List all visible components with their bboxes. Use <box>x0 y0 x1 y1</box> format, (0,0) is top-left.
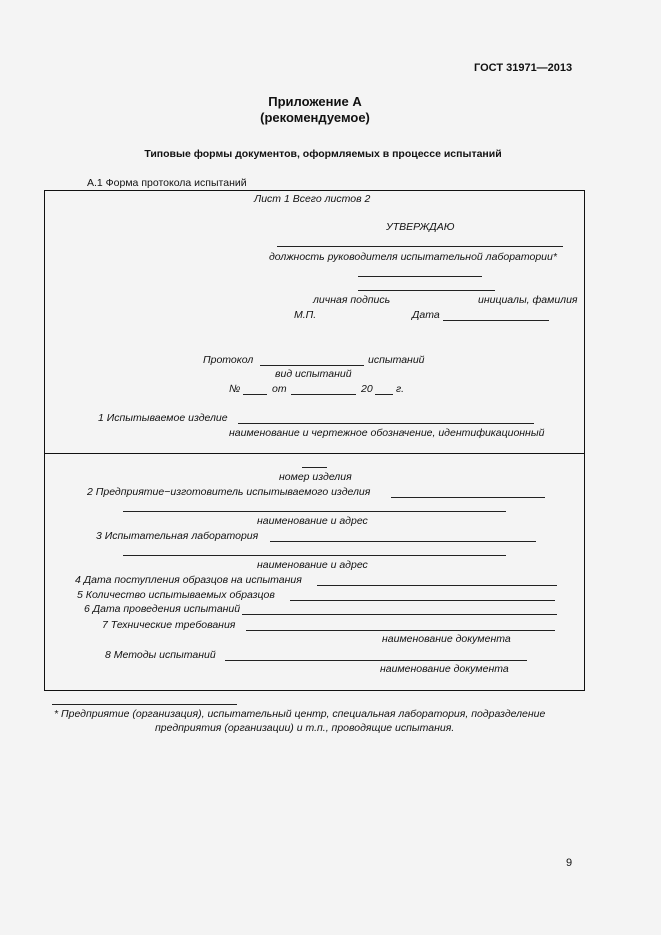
item6-label: 6 Дата проведения испытаний <box>84 603 241 615</box>
item1-line <box>238 423 534 424</box>
approve-label: УТВЕРЖДАЮ <box>386 221 455 233</box>
item4-label: 4 Дата поступления образцов на испытания <box>75 574 302 586</box>
position-caption: должность руководителя испытательной лаб… <box>269 251 557 263</box>
number-line <box>243 394 267 395</box>
item4-line <box>317 585 557 586</box>
footnote-line-2: предприятия (организации) и т.п., провод… <box>155 722 455 734</box>
initials-caption: инициалы, фамилия <box>478 294 578 306</box>
protocol-label: Протокол <box>203 354 254 366</box>
standard-code: ГОСТ 31971—2013 <box>474 62 573 74</box>
date-label: Дата <box>412 309 440 321</box>
page-number: 9 <box>566 857 573 869</box>
item3-label: 3 Испытательная лаборатория <box>96 530 259 542</box>
section-label: А.1 Форма протокола испытаний <box>87 177 247 189</box>
from-label: от <box>272 383 287 395</box>
appendix-subtitle: (рекомендуемое) <box>260 110 370 125</box>
item7-label: 7 Технические требования <box>102 619 236 631</box>
item1-caption: наименование и чертежное обозначение, ид… <box>229 427 545 439</box>
date-line <box>443 320 549 321</box>
tests-label: испытаний <box>368 354 425 366</box>
protocol-form-frame <box>44 190 585 691</box>
test-type-caption: вид испытаний <box>275 368 352 380</box>
item3-line-2 <box>123 555 506 556</box>
item6-line <box>242 614 557 615</box>
item5-label: 5 Количество испытываемых образцов <box>77 589 275 601</box>
item7-line <box>246 630 555 631</box>
footnote-line-1: * Предприятие (организация), испытательн… <box>54 708 546 720</box>
signature-line-1 <box>358 276 482 277</box>
item2-line-2 <box>123 511 506 512</box>
item2-line <box>391 497 545 498</box>
item1-line-2 <box>302 467 327 468</box>
year-prefix: 20 <box>361 383 373 395</box>
forms-title: Типовые формы документов, оформляемых в … <box>144 148 502 160</box>
item1-label: 1 Испытываемое изделие <box>98 412 228 424</box>
year-line <box>375 394 393 395</box>
signature-caption: личная подпись <box>313 294 391 306</box>
stamp-label: М.П. <box>294 309 317 321</box>
item8-caption: наименование документа <box>380 663 509 675</box>
position-line <box>277 246 563 247</box>
appendix-title: Приложение А <box>268 94 362 109</box>
year-suffix: г. <box>396 383 405 395</box>
form-divider <box>44 453 585 454</box>
item8-label: 8 Методы испытаний <box>105 649 216 661</box>
signature-line-2 <box>358 290 495 291</box>
item2-label: 2 Предприятие−изготовитель испытываемого… <box>87 486 371 498</box>
item3-caption: наименование и адрес <box>257 559 368 571</box>
sheet-info: Лист 1 Всего листов 2 <box>254 193 371 205</box>
footnote-rule <box>52 704 237 705</box>
item2-caption: наименование и адрес <box>257 515 368 527</box>
item7-caption: наименование документа <box>382 633 511 645</box>
number-label: № <box>229 383 241 395</box>
item1-caption-2: номер изделия <box>279 471 352 483</box>
item8-line <box>225 660 527 661</box>
item3-line <box>270 541 536 542</box>
item5-line <box>290 600 555 601</box>
protocol-line <box>260 365 364 366</box>
from-line <box>291 394 356 395</box>
